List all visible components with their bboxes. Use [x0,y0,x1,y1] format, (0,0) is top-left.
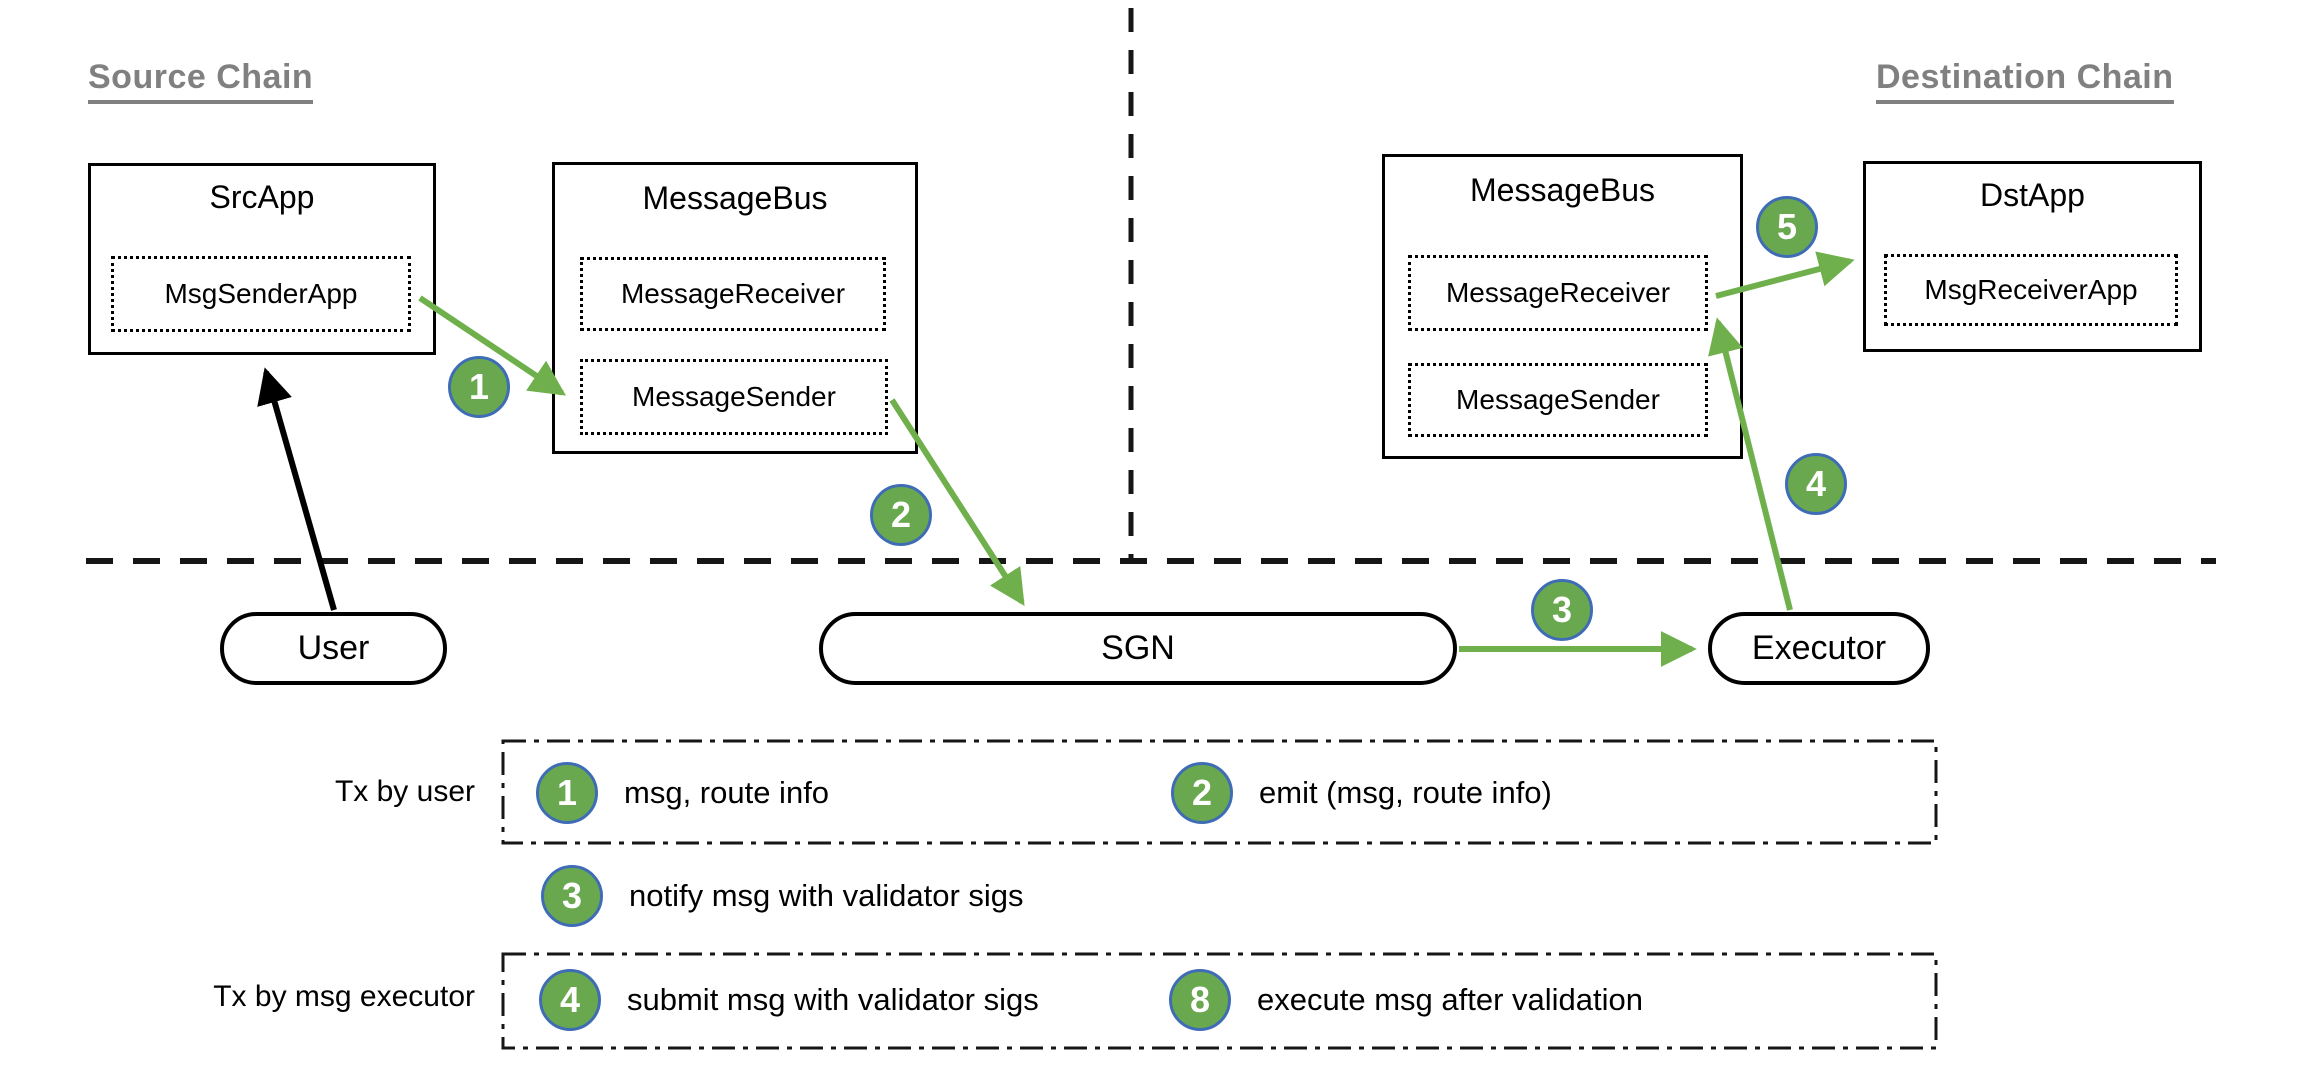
legend-badge-4: 4 [539,969,601,1031]
destination-chain-heading: Destination Chain [1876,58,2174,104]
srcapp-box: SrcApp MsgSenderApp [88,163,436,355]
src-messagebus-title: MessageBus [642,180,828,216]
legend-badge-3: 3 [541,865,603,927]
dst-messagebus-title: MessageBus [1470,172,1655,208]
msgreceiverapp-label: MsgReceiverApp [1924,274,2138,305]
legend-badge-1: 1 [536,762,598,824]
srcapp-title: SrcApp [209,179,315,215]
legend-text-5: execute msg after validation [1257,982,1643,1017]
msgreceiverapp-box: MsgReceiverApp [1884,254,2178,326]
legend-row1-label: Tx by user [334,775,475,808]
step-badge-5: 5 [1756,196,1818,258]
legend-row2-label: Tx by msg executor [213,980,475,1013]
src-messagebus-box: MessageBus MessageReceiver MessageSender [552,162,918,454]
legend-text-4: submit msg with validator sigs [627,982,1039,1017]
legend-text-2: emit (msg, route info) [1259,775,1552,810]
legend-text-3: notify msg with validator sigs [629,878,1024,913]
step-badge-2: 2 [870,484,932,546]
src-messagereceiver-box: MessageReceiver [580,257,886,331]
arrow-user-to-srcapp [257,367,337,611]
legend-badge-2: 2 [1171,762,1233,824]
legend-item-5: 8 execute msg after validation [1169,969,1643,1031]
executor-pill: Executor [1708,612,1930,685]
step-badge-1: 1 [448,356,510,418]
source-chain-heading: Source Chain [88,58,314,104]
step-badge-4: 4 [1785,453,1847,515]
user-label: User [297,629,370,667]
legend-item-4: 4 submit msg with validator sigs [539,969,1039,1031]
dst-messagereceiver-box: MessageReceiver [1408,255,1708,331]
legend-item-3: 3 notify msg with validator sigs [541,865,1024,927]
dst-messagesender-label: MessageSender [1456,384,1660,415]
src-messagesender-label: MessageSender [632,381,836,412]
dstapp-box: DstApp MsgReceiverApp [1863,161,2202,352]
user-pill: User [220,612,447,685]
legend-text-1: msg, route info [624,775,830,810]
sgn-label: SGN [1101,629,1175,667]
legend-item-1: 1 msg, route info [536,762,829,824]
dst-messagesender-box: MessageSender [1408,363,1708,437]
src-messagereceiver-label: MessageReceiver [620,278,846,309]
msgsenderapp-box: MsgSenderApp [111,256,411,332]
dst-messagereceiver-label: MessageReceiver [1445,277,1671,308]
src-messagesender-box: MessageSender [580,359,888,435]
sgn-pill: SGN [819,612,1457,685]
msgsenderapp-label: MsgSenderApp [164,278,358,309]
legend-item-2: 2 emit (msg, route info) [1171,762,1552,824]
dst-messagebus-box: MessageBus MessageReceiver MessageSender [1382,154,1743,459]
legend-badge-5: 8 [1169,969,1231,1031]
dstapp-title: DstApp [1980,177,2085,213]
step-badge-3: 3 [1531,579,1593,641]
executor-label: Executor [1751,629,1887,667]
